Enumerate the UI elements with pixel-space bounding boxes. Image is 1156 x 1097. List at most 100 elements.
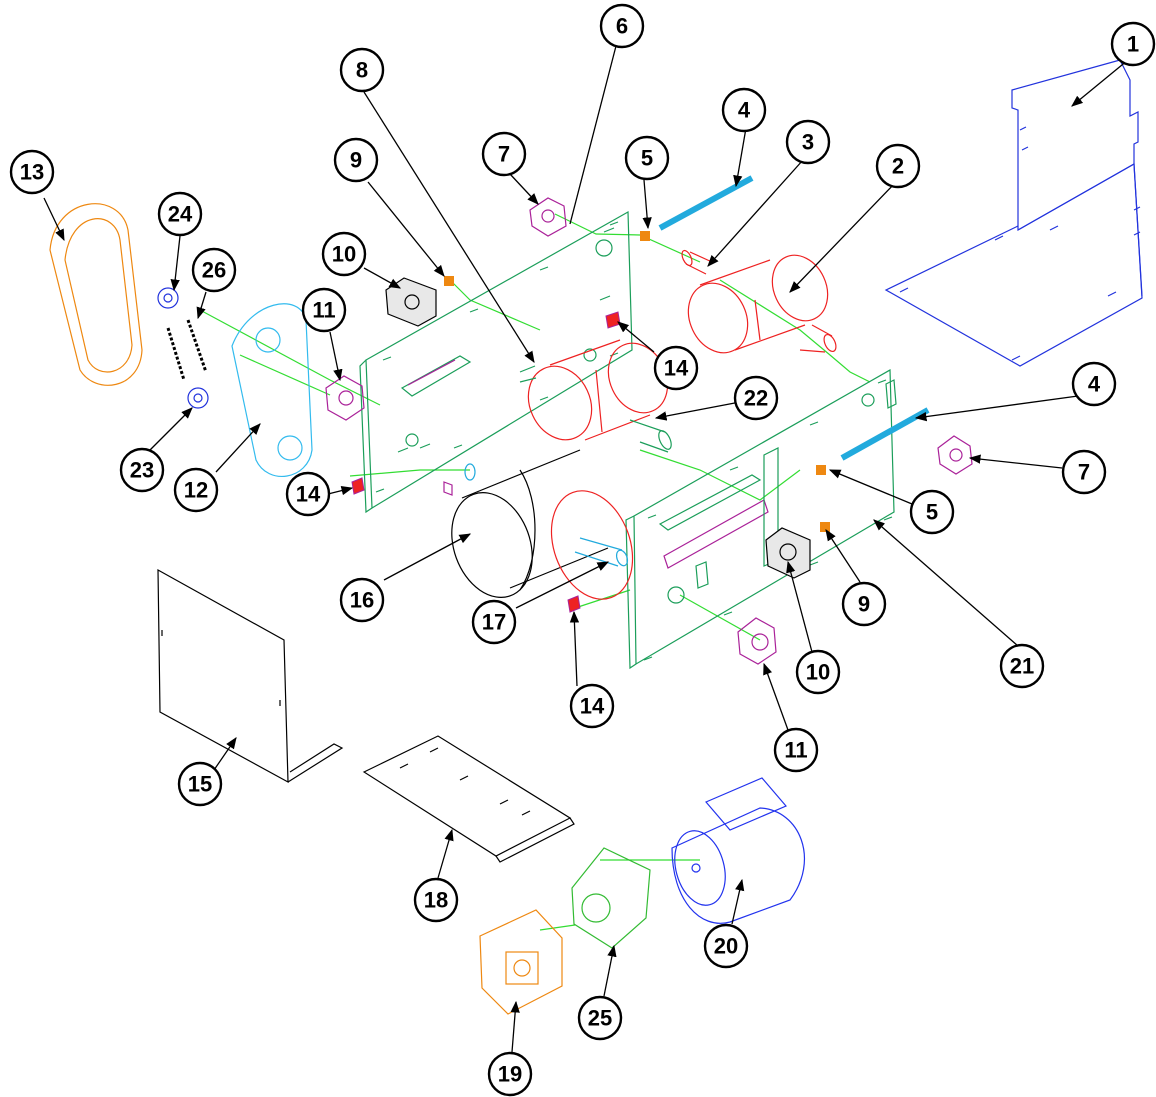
- callout-14-left-label: 14: [296, 482, 321, 507]
- drum-part: [451, 449, 609, 598]
- callout-9-upper: 9: [333, 137, 379, 183]
- callout-24-label: 24: [168, 202, 193, 227]
- callout-26-label: 26: [202, 258, 226, 283]
- nut-9-upper: [444, 276, 454, 286]
- callout-17: 17: [471, 599, 517, 645]
- callout-9-lower: 9: [841, 581, 887, 627]
- callout-17-label: 17: [482, 610, 506, 635]
- callout-4-lower: 4: [1071, 361, 1117, 407]
- callout-2-label: 2: [892, 154, 904, 179]
- callout-8-label: 8: [356, 58, 368, 83]
- callout-16-label: 16: [350, 588, 374, 613]
- pillow-block-upper: [385, 277, 437, 327]
- callout-4-upper-label: 4: [738, 98, 751, 123]
- callout-2: 2: [875, 143, 921, 189]
- base-plate-part: [362, 735, 575, 863]
- sprocket-24: [157, 287, 179, 309]
- callout-8: 8: [339, 47, 385, 93]
- callout-6-label: 6: [616, 14, 628, 39]
- callout-14-lower-label: 14: [580, 694, 605, 719]
- guard-cover: [49, 203, 143, 386]
- right-frame-plate: [625, 368, 897, 670]
- left-frame-plate: [359, 210, 633, 514]
- callout-12: 12: [173, 467, 219, 513]
- callout-11-right-label: 11: [784, 738, 807, 763]
- callout-26: 26: [191, 247, 237, 293]
- callout-18: 18: [413, 877, 459, 923]
- nut-upper: [640, 231, 650, 241]
- nut-9-lower: [820, 522, 830, 532]
- rear-cover-part: [884, 59, 1143, 367]
- callout-4-upper: 4: [721, 87, 767, 133]
- callout-1: 1: [1110, 21, 1156, 67]
- flange-bearing-11-left: [325, 375, 365, 421]
- callout-15-label: 15: [188, 772, 212, 797]
- callout-5-lower: 5: [909, 489, 955, 535]
- callout-22: 22: [733, 375, 779, 421]
- callout-25: 25: [577, 995, 623, 1041]
- flange-bearing-7-upper: [529, 197, 567, 237]
- chain-guard-plate: [231, 303, 313, 477]
- lower-roller-part: [527, 339, 669, 441]
- callout-19-label: 19: [498, 1062, 522, 1087]
- callout-18-label: 18: [424, 888, 448, 913]
- callout-11-right: 11: [773, 727, 819, 773]
- callout-20: 20: [703, 923, 749, 969]
- callout-7-lower: 7: [1061, 449, 1107, 495]
- callout-7-upper: 7: [481, 131, 527, 177]
- callout-12-label: 12: [184, 478, 208, 503]
- callout-10-lower: 10: [795, 649, 841, 695]
- flange-bearing-11-right: [737, 617, 777, 665]
- callout-21: 21: [999, 643, 1045, 689]
- leader-lines: [43, 45, 1129, 1053]
- threaded-rod-upper: [658, 175, 754, 231]
- callout-9-upper-label: 9: [350, 148, 362, 173]
- callout-7-upper-label: 7: [498, 142, 510, 167]
- callout-3-label: 3: [802, 130, 814, 155]
- bracket-14-a: [605, 311, 621, 329]
- drum-end-ring: [550, 490, 634, 600]
- callout-14-upper: 14: [653, 345, 699, 391]
- threaded-rod-lower: [840, 407, 930, 461]
- callout-24: 24: [157, 191, 203, 237]
- callout-6: 6: [599, 3, 645, 49]
- bracket-14-c: [567, 595, 581, 613]
- callout-10-upper: 10: [321, 231, 367, 277]
- callout-16: 16: [339, 577, 385, 623]
- callout-11-left-label: 11: [312, 298, 335, 323]
- drum-shaft: [464, 463, 629, 567]
- callout-22-label: 22: [744, 386, 768, 411]
- sprocket-23: [187, 387, 209, 409]
- front-cover-part: [157, 568, 344, 784]
- callout-19: 19: [487, 1051, 533, 1097]
- flange-bearing-7-lower: [937, 435, 973, 475]
- nut-lower: [816, 465, 826, 475]
- callout-5-upper: 5: [624, 135, 670, 181]
- callout-11-left: 11: [301, 287, 347, 333]
- gearbox-part: [571, 847, 651, 949]
- callout-13-label: 13: [20, 160, 44, 185]
- callout-25-label: 25: [588, 1006, 612, 1031]
- callout-7-lower-label: 7: [1078, 460, 1090, 485]
- callout-10-lower-label: 10: [806, 660, 830, 685]
- bracket-14-b: [351, 477, 365, 495]
- callout-23-label: 23: [130, 458, 154, 483]
- callout-14-upper-label: 14: [664, 356, 689, 381]
- lower-roller-shaft: [519, 365, 672, 453]
- callout-10-upper-label: 10: [332, 242, 356, 267]
- callout-13: 13: [9, 149, 55, 195]
- callout-1-label: 1: [1127, 32, 1139, 57]
- callout-9-lower-label: 9: [858, 592, 870, 617]
- callout-3: 3: [785, 119, 831, 165]
- pillow-block-lower: [765, 527, 811, 579]
- callout-21-label: 21: [1010, 654, 1034, 679]
- callout-14-left: 14: [285, 471, 331, 517]
- motor-part: [671, 777, 806, 924]
- reducer-part: [479, 909, 563, 1015]
- chain-26: [166, 319, 208, 381]
- callout-4-lower-label: 4: [1088, 372, 1101, 397]
- callout-5-upper-label: 5: [641, 146, 653, 171]
- callout-14-lower: 14: [569, 683, 615, 729]
- assembly-centerlines: [199, 213, 871, 931]
